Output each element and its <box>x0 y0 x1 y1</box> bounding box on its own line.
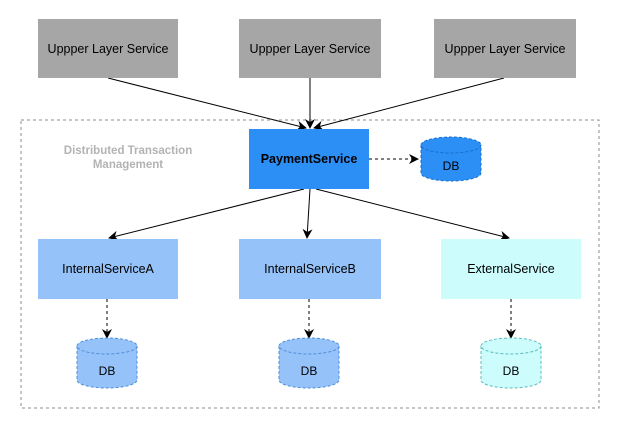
external-service-db-label: DB <box>503 364 520 378</box>
upper-service-1[interactable]: Uppper Layer Service <box>38 19 178 78</box>
internal-service-b-label: InternalServiceB <box>264 262 356 276</box>
upper-service-3[interactable]: Uppper Layer Service <box>434 19 576 78</box>
payment-service[interactable]: PaymentService <box>249 129 369 189</box>
region-title-line1: Distributed Transaction <box>64 145 192 157</box>
internal-service-b-db[interactable]: DB <box>278 337 340 389</box>
upper-service-2[interactable]: Uppper Layer Service <box>239 19 381 78</box>
upper-service-1-label: Uppper Layer Service <box>48 42 169 56</box>
payment-service-label: PaymentService <box>261 152 358 166</box>
external-service-db[interactable]: DB <box>480 337 542 389</box>
payment-db[interactable]: DB <box>420 136 482 182</box>
arrow-payment-to-internal-b <box>302 188 313 239</box>
internal-service-a-db-label: DB <box>99 364 116 378</box>
arrow-upper1-to-payment <box>107 77 307 131</box>
arrow-payment-to-external <box>315 188 510 241</box>
internal-service-b-db-label: DB <box>301 364 318 378</box>
internal-service-a[interactable]: InternalServiceA <box>38 239 178 299</box>
internal-service-a-db[interactable]: DB <box>76 337 138 389</box>
internal-service-a-label: InternalServiceA <box>62 262 154 276</box>
arrow-upper3-to-payment <box>313 77 505 131</box>
region-title-line2: Management <box>93 159 163 171</box>
arrow-payment-to-internal-a <box>108 188 305 241</box>
payment-db-label: DB <box>443 159 460 173</box>
internal-service-b[interactable]: InternalServiceB <box>239 239 381 299</box>
external-service-label: ExternalService <box>467 262 555 276</box>
upper-service-2-label: Uppper Layer Service <box>250 42 371 56</box>
external-service[interactable]: ExternalService <box>441 239 581 299</box>
upper-service-3-label: Uppper Layer Service <box>445 42 566 56</box>
